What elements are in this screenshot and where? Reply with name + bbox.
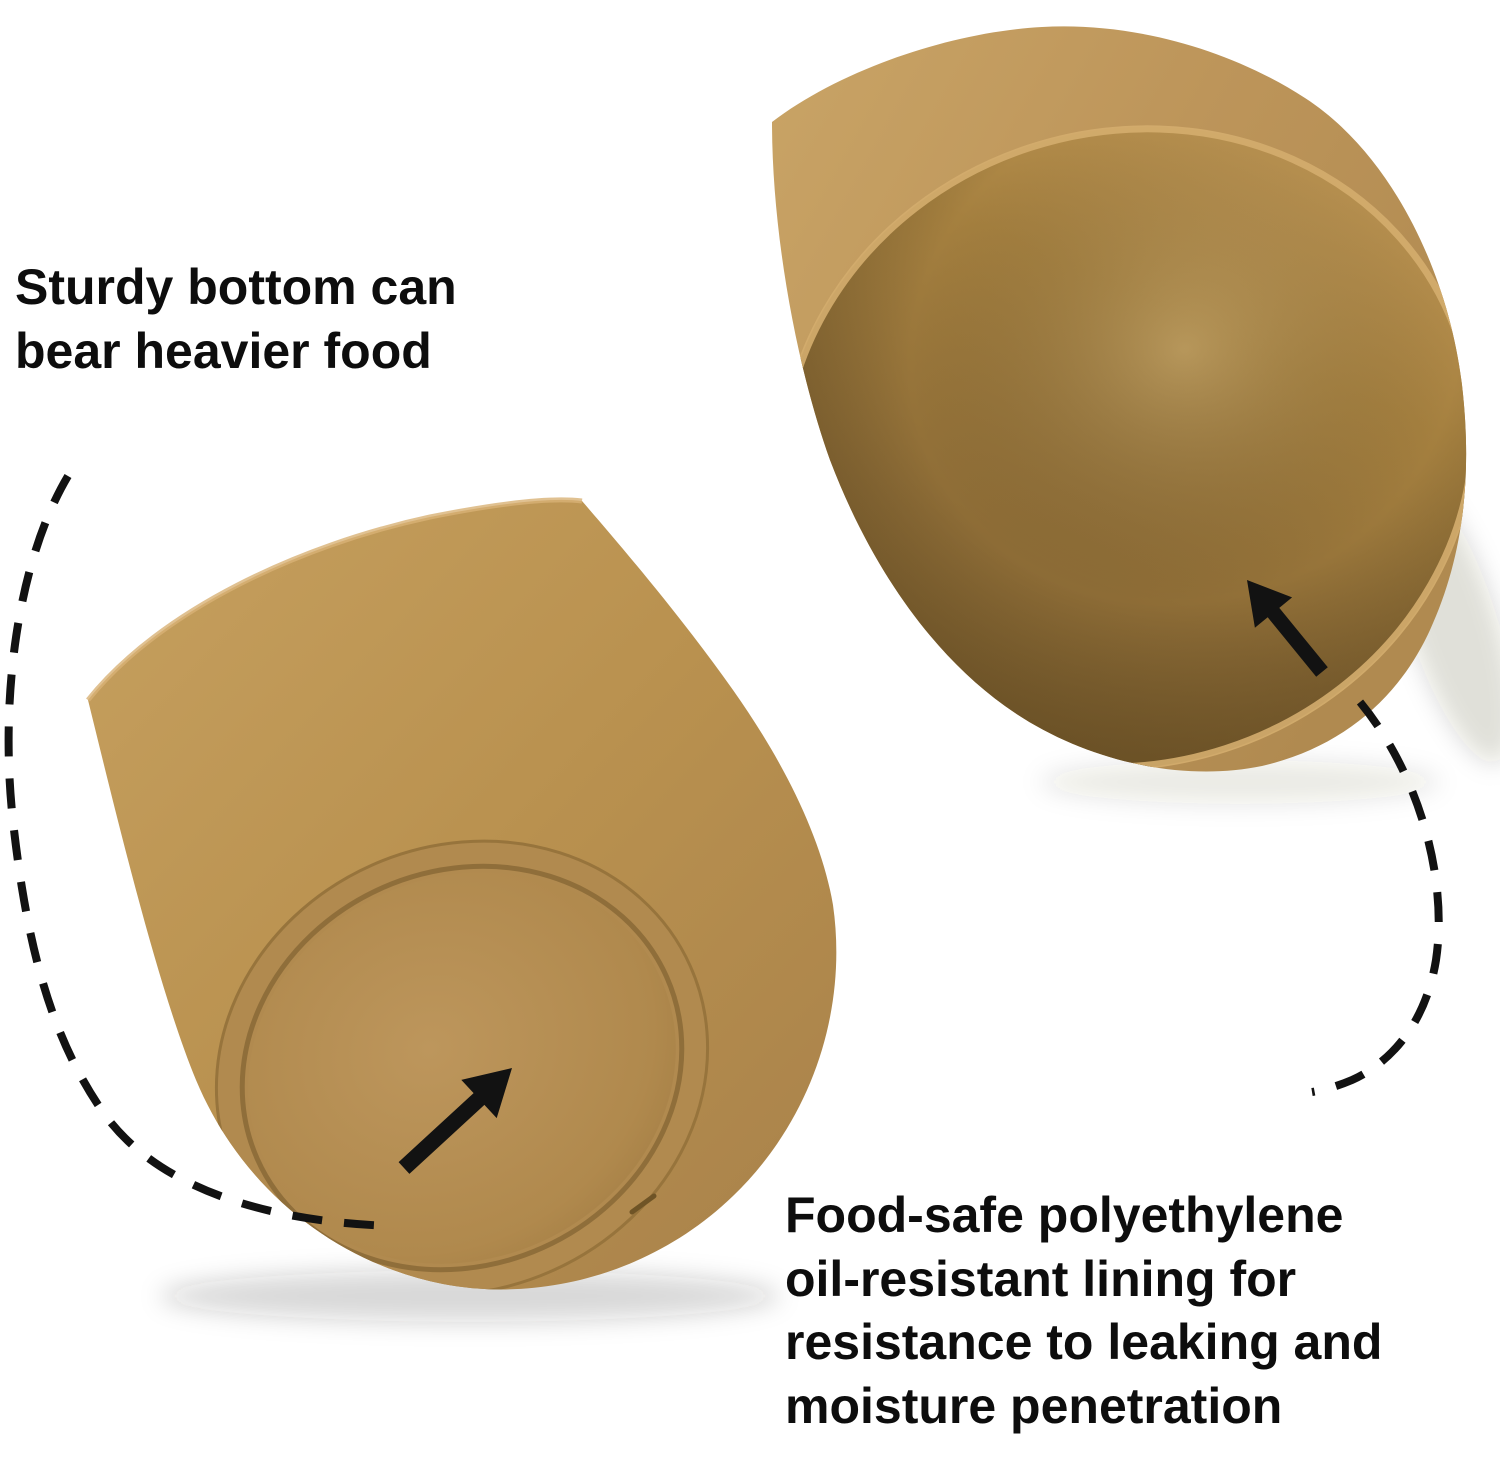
left-cup-bottom-inner	[248, 872, 676, 1264]
left-feature-label: Sturdy bottom can bear heavier food	[15, 256, 457, 383]
left-cup-bottom-ring	[239, 863, 685, 1273]
right-cup-interior-shading	[780, 126, 1467, 770]
left-solid-arrow-icon	[398, 1068, 512, 1174]
left-cup	[86, 497, 837, 1290]
left-cup-shadow	[160, 1270, 780, 1322]
left-cup-tear-mark	[629, 1193, 657, 1215]
right-feature-label-line-4: moisture penetration	[785, 1377, 1283, 1434]
right-feature-label-line-1: Food-safe polyethylene	[785, 1187, 1344, 1243]
left-dashed-connector	[4, 473, 393, 1230]
right-dashed-connector	[1311, 699, 1443, 1096]
right-feature-label: Food-safe polyethylene oil-resistant lin…	[785, 1184, 1382, 1438]
left-cup-rim-highlight	[86, 497, 583, 702]
right-feature-label-line-3: resistance to leaking and	[785, 1314, 1383, 1370]
left-feature-label-line-1: Sturdy bottom can	[15, 259, 457, 315]
left-feature-label-line-2: bear heavier food	[15, 322, 432, 379]
right-cup-shadow-bottom	[1040, 760, 1440, 804]
right-solid-arrow-icon	[1247, 580, 1328, 677]
right-feature-label-line-2: oil-resistant lining for	[785, 1250, 1297, 1307]
right-cup	[772, 26, 1467, 772]
